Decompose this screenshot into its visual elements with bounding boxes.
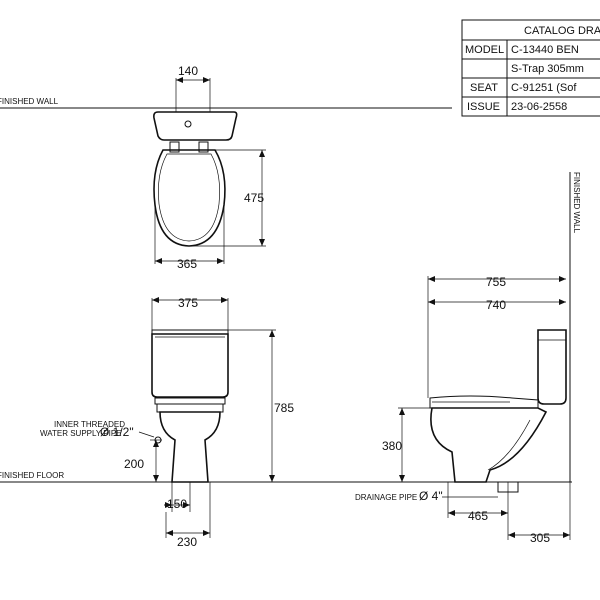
title-block-value-model: C-13440 BEN <box>511 44 579 56</box>
drainage-pipe-size: Ø 4" <box>419 489 443 503</box>
title-block-key-issue: ISSUE <box>467 101 500 113</box>
front-view: INNER THREADED WATER SUPPLY PIPE Ø 1/2" … <box>40 296 294 549</box>
dim-top-tank-width: 140 <box>178 64 198 78</box>
drainage-pipe-label: DRAINAGE PIPE <box>355 493 417 502</box>
finished-wall-line-top: FINISHED WALL <box>0 97 452 109</box>
dim-top-bowl-length: 475 <box>244 191 264 205</box>
finished-wall-label-top: FINISHED WALL <box>0 97 59 106</box>
title-block-header: CATALOG DRA <box>524 25 600 37</box>
finished-floor-label: FINISHED FLOOR <box>0 471 64 480</box>
title-block-value-issue: 23-06-2558 <box>511 101 567 113</box>
dim-front-base-outer: 230 <box>177 535 197 549</box>
water-supply-label-2: WATER SUPPLY PIPE <box>40 429 122 438</box>
dim-side-drain-offset: 465 <box>468 509 488 523</box>
dim-side-overall-depth: 755 <box>486 275 506 289</box>
finished-wall-label-side: FINISHED WALL <box>572 172 581 234</box>
dim-front-base-inner: 150 <box>167 497 187 511</box>
dim-side-bowl-depth: 740 <box>486 298 506 312</box>
dim-side-seat-height: 380 <box>382 439 402 453</box>
title-block-key-model: MODEL <box>465 44 504 56</box>
dim-front-height: 785 <box>274 401 294 415</box>
side-view: FINISHED WALL 755 740 380 DRAINAGE PIPE … <box>355 172 581 545</box>
water-supply-size: Ø 1/2" <box>100 425 134 439</box>
dim-top-bowl-width: 365 <box>177 257 197 271</box>
dim-front-tank-width: 375 <box>178 296 198 310</box>
dim-side-rough-in: 305 <box>530 531 550 545</box>
top-view: 140 475 365 <box>153 64 266 271</box>
flush-button-icon <box>184 120 192 128</box>
water-supply-label-1: INNER THREADED <box>54 420 125 429</box>
title-block: CATALOG DRA MODEL C-13440 BEN S-Trap 305… <box>461 19 600 117</box>
title-block-value-seat: C-91251 (Sof <box>511 82 577 94</box>
title-block-value-trap: S-Trap 305mm <box>511 63 584 75</box>
title-block-key-seat: SEAT <box>470 82 498 94</box>
dim-front-supply-height: 200 <box>124 457 144 471</box>
